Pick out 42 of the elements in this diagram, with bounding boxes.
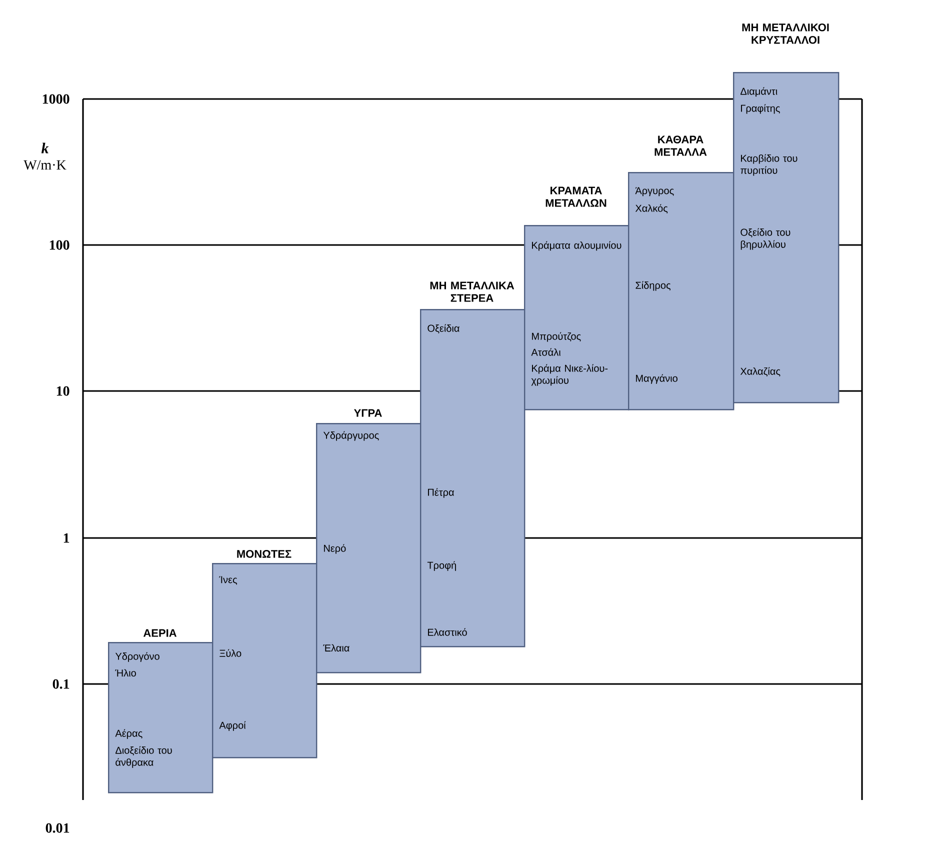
axis-tick-label: 10 [56, 386, 70, 396]
material-label: Γραφίτης [741, 104, 780, 114]
material-label: Σίδηρος [636, 281, 670, 291]
material-label: Τροφή [427, 561, 456, 571]
axis-unit: W/m·K [24, 160, 66, 170]
category-heading: ΜΗ ΜΕΤΑΛΛΙΚΑ ΣΤΕΡΕΑ [430, 282, 514, 302]
axis-tick-label: 100 [50, 240, 70, 250]
material-label: Άργυρος [635, 187, 674, 196]
axis-title: k [41, 142, 49, 154]
material-label: Αέρας [115, 729, 142, 739]
material-label: Μπρούτζος [532, 332, 581, 342]
material-label: Ήλιο [115, 669, 136, 677]
material-label: Μαγγάνιο [636, 374, 678, 384]
axis-tick-label: 0.1 [52, 679, 70, 689]
material-label: Οξείδιο του βηρυλλίου [740, 228, 790, 250]
category-heading: ΑΕΡΙΑ [143, 629, 177, 637]
category-heading: ΜΗ ΜΕΤΑΛΛΙΚΟΙ ΚΡΥΣΤΑΛΛΟΙ [742, 24, 829, 44]
axis-tick-label: 0.01 [46, 823, 70, 833]
axis-tick-label: 1 [64, 533, 70, 543]
material-label: Αφροί [219, 721, 246, 731]
material-label: Κράμα Νικε-λίου-χρωμίου [531, 364, 608, 386]
material-label: Διαμάντι [740, 87, 778, 97]
material-label: Πέτρα [428, 488, 454, 498]
category-heading: ΚΡΑΜΑΤΑ ΜΕΤΑΛΛΩΝ [546, 186, 606, 207]
material-label: Έλαια [323, 644, 350, 652]
material-label: Οξείδια [428, 324, 460, 334]
category-heading: ΥΓΡΑ [354, 409, 382, 417]
material-label: Κράματα αλουμινίου [532, 241, 622, 251]
material-label: Υδράργυρος [323, 431, 379, 441]
category-heading: ΜΟΝΩΤΕΣ [237, 550, 292, 558]
axis-tick-label: 1000 [42, 94, 70, 104]
material-label: Ατσάλι [531, 348, 561, 356]
material-label: Ίνες [219, 576, 238, 585]
material-label: Ελαστικό [428, 628, 467, 636]
material-label: Υδρογόνο [115, 652, 160, 662]
material-label: Νερό [324, 544, 346, 554]
material-label: Διοξείδιο του άνθρακα [116, 746, 172, 768]
material-label: Ξύλο [220, 649, 242, 657]
material-label: Καρβίδιο του πυριτίου [740, 154, 798, 176]
material-label: Χαλκός [635, 204, 668, 214]
category-heading: ΚΑΘΑΡΑ ΜΕΤΑΛΛΑ [654, 136, 707, 156]
material-label: Χαλαζίας [740, 367, 780, 376]
